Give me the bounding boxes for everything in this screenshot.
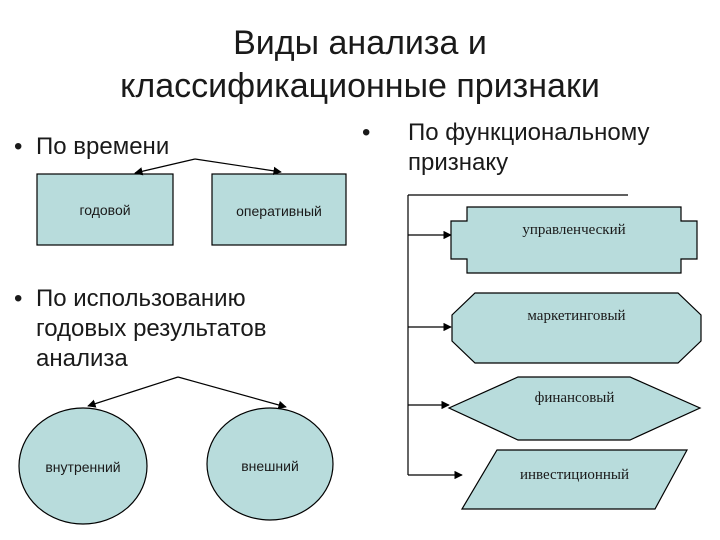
title-line-1: Виды анализа и bbox=[233, 24, 487, 62]
bullet-marker: • bbox=[362, 119, 371, 146]
node-annual-box bbox=[36, 173, 174, 246]
arrow-usage-internal bbox=[87, 376, 179, 408]
slide-title: Виды анализа и классификационные признак… bbox=[0, 22, 720, 108]
node-marketing-label: маркетинговый bbox=[527, 308, 626, 324]
bullet-functional-line-2: признаку bbox=[408, 149, 509, 176]
node-financial-hexagon bbox=[447, 376, 702, 441]
node-management-plaque bbox=[450, 206, 698, 274]
bullet-functional-line-1: По функциональному bbox=[408, 119, 650, 146]
bullet-by-usage: • По использованию годовых результатов ан… bbox=[14, 284, 266, 374]
node-marketing-octagon bbox=[451, 292, 702, 364]
node-internal-ellipse bbox=[18, 407, 148, 525]
arrow-usage-external bbox=[177, 376, 287, 410]
arrow-time-operational bbox=[194, 158, 282, 176]
node-management-label: управленческий bbox=[522, 222, 626, 238]
node-investment-parallelogram bbox=[460, 449, 689, 510]
bullet-marker: • bbox=[14, 285, 23, 312]
title-line-2: классификационные признаки bbox=[120, 67, 600, 105]
bullet-usage-line-1: По использованию bbox=[36, 285, 246, 312]
bullet-by-time: • По времени bbox=[14, 132, 169, 162]
node-financial-label: финансовый bbox=[534, 390, 615, 406]
node-investment-label: инвестиционный bbox=[519, 467, 630, 483]
node-external-label: внешний bbox=[241, 458, 299, 474]
bullet-by-time-text: По времени bbox=[36, 133, 170, 160]
node-operational-label: оперативный bbox=[236, 203, 322, 219]
bullet-usage-line-3: анализа bbox=[36, 345, 128, 372]
node-operational-box bbox=[211, 173, 347, 246]
arrow-time-annual bbox=[134, 158, 196, 176]
bullet-usage-line-2: годовых результатов bbox=[36, 315, 267, 342]
node-internal-label: внутренний bbox=[45, 459, 121, 475]
node-annual-label: годовой bbox=[79, 202, 131, 218]
bullet-by-function: • По функциональному признаку bbox=[362, 118, 649, 178]
node-external-ellipse bbox=[206, 407, 334, 521]
bullet-marker: • bbox=[14, 133, 23, 160]
